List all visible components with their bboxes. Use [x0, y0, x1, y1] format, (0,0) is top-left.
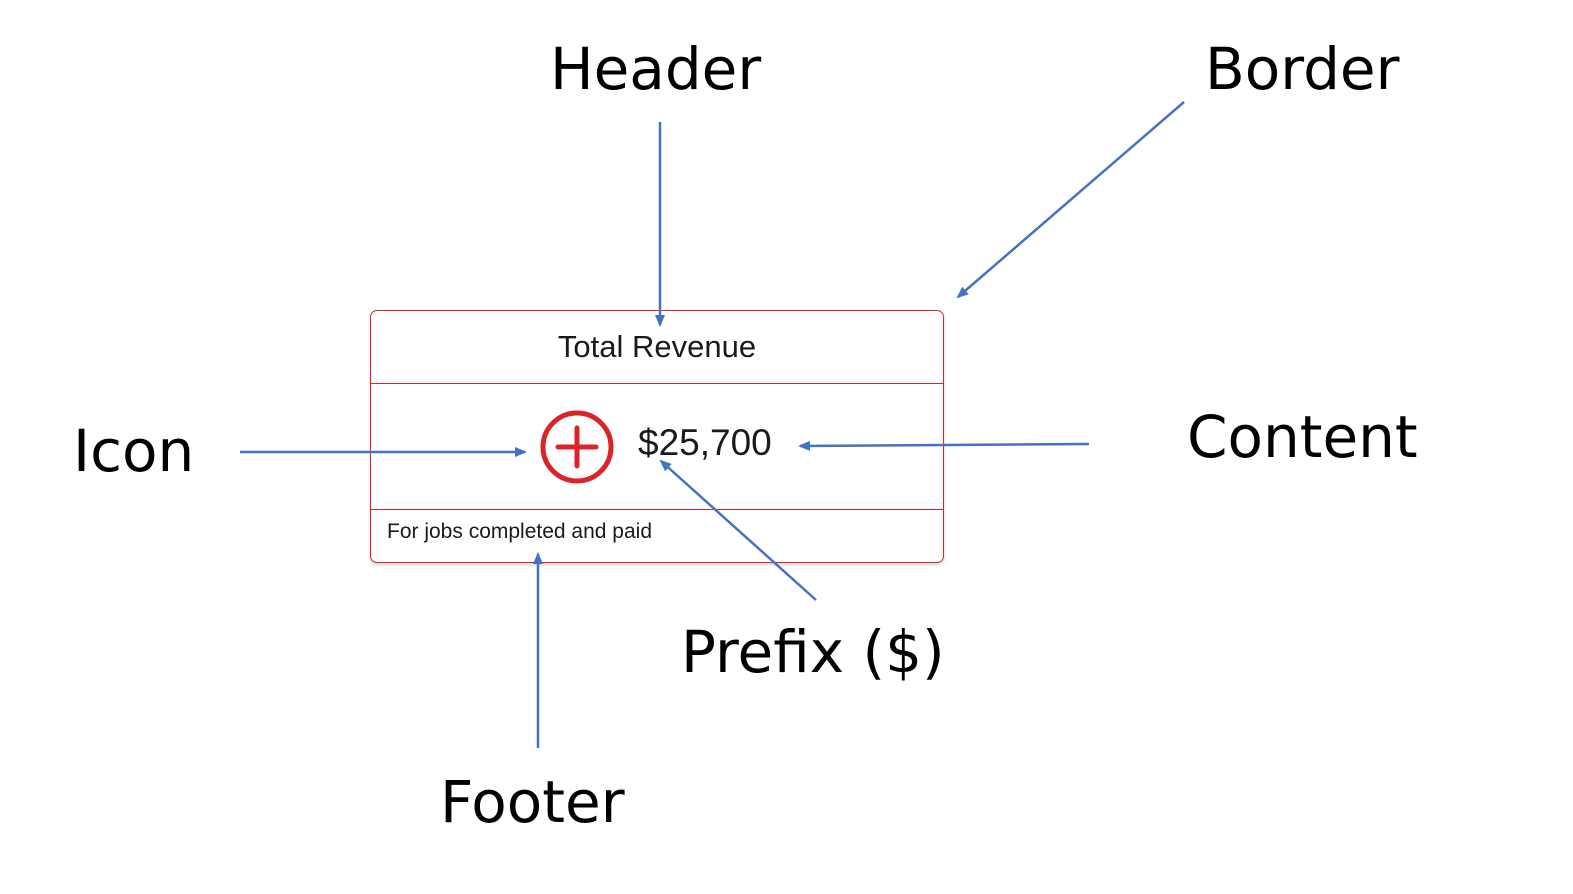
revenue-value: $25,700: [638, 422, 772, 463]
card-header-title: Total Revenue: [557, 329, 757, 364]
content-callout-label: Content: [1187, 403, 1418, 471]
card-footer-text: For jobs completed and paid: [387, 520, 652, 543]
footer-callout-label: Footer: [440, 768, 625, 836]
plus-circle-icon: [540, 410, 614, 484]
border-callout-label: Border: [1205, 35, 1400, 103]
icon-callout-label: Icon: [73, 417, 195, 485]
revenue-card: Total Revenue $25,700 For jobs completed…: [370, 310, 944, 563]
prefix-callout-label: Prefix ($): [681, 618, 945, 686]
border-arrow: [956, 101, 1185, 299]
header-callout-label: Header: [550, 35, 762, 103]
card-content: $25,700: [371, 383, 943, 510]
card-header: Total Revenue: [371, 311, 943, 384]
